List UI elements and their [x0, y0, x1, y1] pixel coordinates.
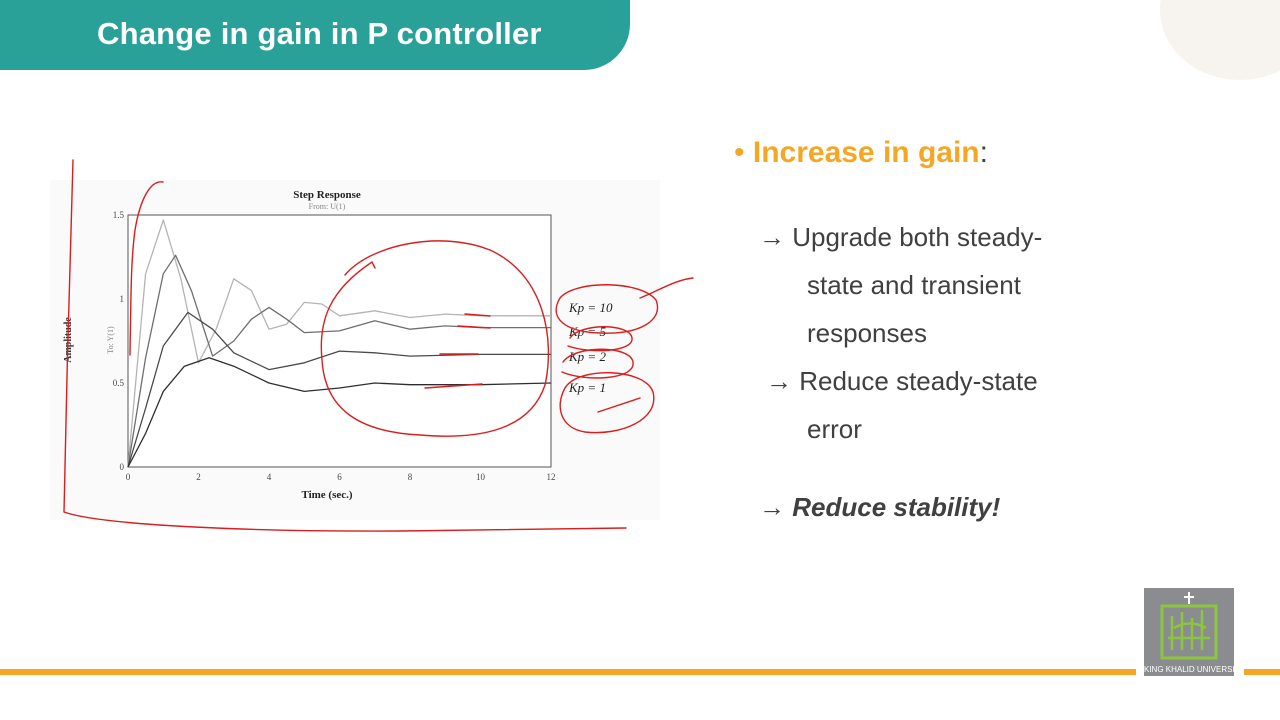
arrow-icon: →	[766, 366, 792, 396]
heading-suffix: :	[979, 136, 988, 169]
bullet-line-4: → Reduce steady-state	[766, 366, 1038, 397]
footer-accent-line	[0, 669, 1136, 675]
y-tick-label: 0.5	[113, 378, 125, 388]
chart-title: Step Response	[293, 189, 361, 201]
y-tick-label: 0	[120, 462, 125, 472]
x-axis-label: Time (sec.)	[301, 489, 352, 501]
x-tick-label: 8	[408, 472, 413, 482]
x-tick-label: 2	[196, 472, 201, 482]
annotation-steady-state-circle	[320, 240, 550, 437]
annotation-mark-4	[424, 383, 483, 389]
step-response-chart: Step Response From: U(1) Time (sec.) Amp…	[50, 159, 694, 532]
series-line	[127, 357, 552, 468]
x-tick-label: 10	[476, 472, 486, 482]
y-axis-label-2: To: Y(1)	[106, 326, 115, 354]
series-line	[127, 254, 551, 468]
y-tick-label: 1	[120, 294, 125, 304]
x-tick-label: 0	[126, 472, 131, 482]
bullet-line-5: error	[807, 414, 862, 444]
bullet-line-6-text: Reduce stability!	[792, 492, 1001, 522]
arrow-icon: →	[759, 222, 785, 252]
annotation-circle-kp1	[559, 371, 655, 434]
bullet-line-2: state and transient	[807, 270, 1021, 300]
heading-highlight: Increase in gain	[752, 136, 980, 169]
bullet-line-4-text: Reduce steady-state	[799, 366, 1038, 396]
legend-label: Kp = 1	[568, 380, 606, 395]
axis-ticks: 0 2 4 6 8 10 12 0 0.5 1 1.5	[113, 210, 556, 482]
annotation-circle-kp10	[555, 277, 694, 334]
series-line	[127, 311, 551, 468]
plot-frame	[127, 214, 552, 468]
series-lines	[127, 219, 552, 468]
chart-subtitle: From: U(1)	[309, 202, 346, 211]
bullet-line-1-text: Upgrade both steady-	[792, 222, 1043, 252]
annotation-left-bracket	[63, 159, 627, 532]
x-tick-label: 12	[547, 472, 556, 482]
bullet-line-6: → Reduce stability!	[759, 492, 1000, 523]
red-annotations	[63, 159, 694, 532]
arrow-icon: →	[759, 492, 785, 522]
title-bar	[0, 0, 630, 70]
annotation-mark-2	[457, 325, 491, 329]
corner-decoration	[1160, 0, 1280, 80]
x-tick-label: 4	[267, 472, 272, 482]
logo-emblem-icon	[1160, 592, 1218, 660]
slide-title: Change in gain in P controller	[97, 16, 542, 51]
bullet-line-3: responses	[807, 318, 927, 348]
annotation-mark-1	[464, 313, 491, 317]
series-line	[127, 219, 551, 468]
bullet-line-1: → Upgrade both steady-	[759, 222, 1042, 253]
legend-label: Kp = 10	[568, 300, 613, 315]
bullet-dot: •	[734, 136, 745, 169]
x-tick-label: 6	[337, 472, 342, 482]
annotation-circle-kp2	[561, 348, 634, 379]
annotation-overshoot-stroke	[129, 181, 164, 356]
logo-text: KING KHALID UNIVERSITY	[1144, 665, 1245, 674]
annotation-kp1-underline	[597, 397, 641, 413]
university-logo: KING KHALID UNIVERSITY	[1144, 588, 1245, 676]
y-tick-label: 1.5	[113, 210, 125, 220]
bullet-heading: • Increase in gain:	[734, 136, 988, 170]
footer-accent-line-right	[1244, 669, 1280, 675]
